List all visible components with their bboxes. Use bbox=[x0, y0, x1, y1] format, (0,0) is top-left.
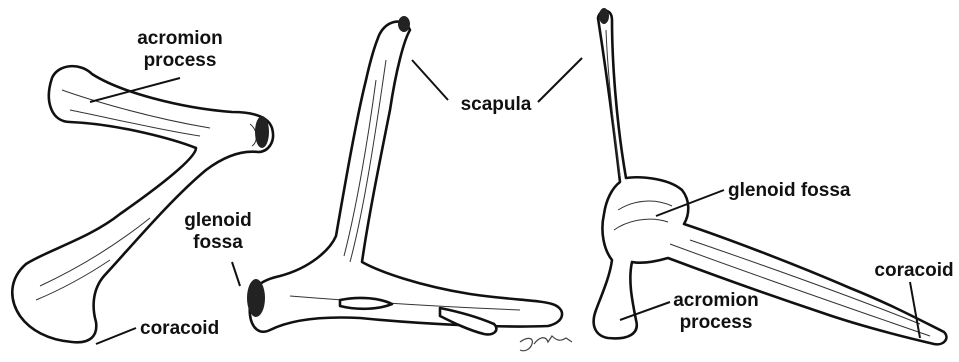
label-left-acromion-line2: process bbox=[144, 50, 217, 71]
label-left-glenoid-line1: glenoid bbox=[184, 210, 252, 231]
leader-left-glenoid bbox=[232, 262, 240, 286]
left-bone bbox=[12, 66, 273, 342]
leader-scapula-right bbox=[538, 58, 582, 102]
label-right-acromion-line2: process bbox=[680, 312, 753, 333]
middle-bone bbox=[247, 16, 562, 334]
right-bone-outline bbox=[594, 11, 947, 345]
left-bone-end-cap bbox=[255, 116, 269, 148]
label-left-coracoid: coracoid bbox=[140, 318, 219, 339]
leader-scapula-left bbox=[412, 60, 448, 100]
label-left-glenoid-line2: fossa bbox=[193, 232, 243, 253]
label-scapula: scapula bbox=[461, 94, 532, 115]
label-left-acromion-line1: acromion bbox=[137, 28, 223, 49]
middle-bone-outline bbox=[250, 22, 562, 332]
left-bone-outline bbox=[12, 66, 273, 342]
label-right-glenoid: glenoid fossa bbox=[728, 180, 851, 201]
label-right-coracoid: coracoid bbox=[874, 260, 953, 281]
artist-signature bbox=[520, 336, 572, 351]
right-bone bbox=[594, 8, 947, 344]
label-right-acromion-line1: acromion bbox=[673, 290, 759, 311]
leader-left-coracoid bbox=[96, 328, 136, 344]
